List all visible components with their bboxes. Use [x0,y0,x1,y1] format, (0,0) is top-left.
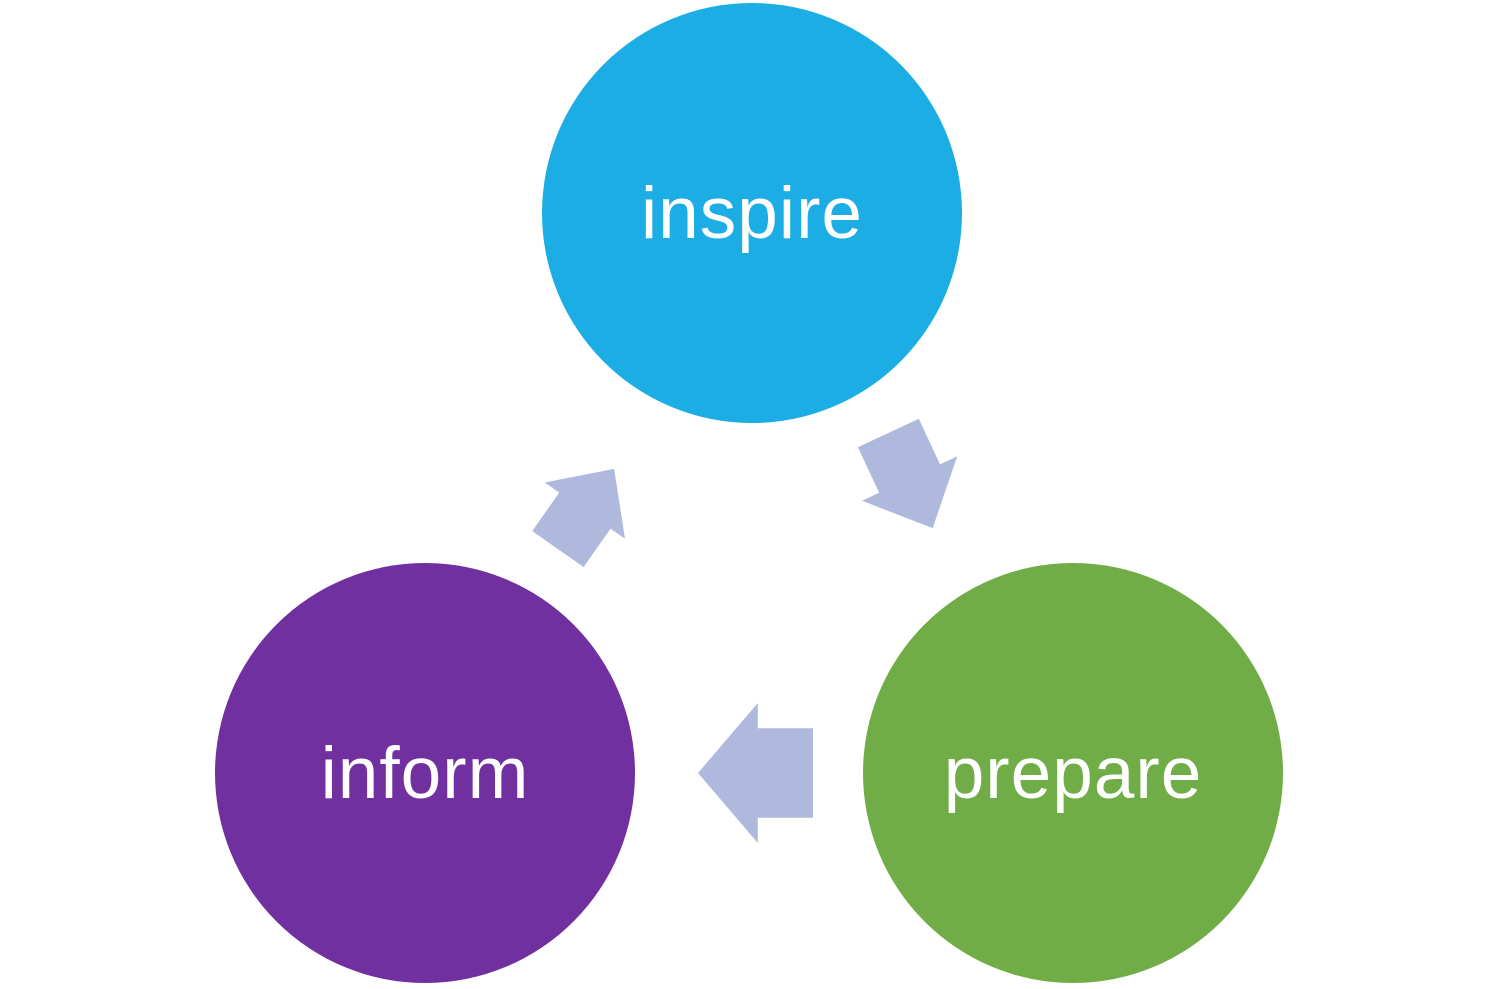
node-inform: inform [215,563,635,983]
node-prepare: prepare [863,563,1283,983]
cycle-arrow-shape [532,468,626,568]
cycle-arrow-inform-to-inspire-icon [532,468,626,568]
node-inspire: inspire [542,3,962,423]
node-prepare-label: prepare [943,732,1203,814]
node-inspire-label: inspire [640,172,864,254]
cycle-arrow-prepare-to-inform-icon [698,703,813,843]
cycle-arrow-shape [857,418,958,529]
cycle-arrow-shape [698,703,813,843]
node-inform-label: inform [320,732,530,814]
cycle-arrow-inspire-to-prepare-icon [857,418,958,529]
